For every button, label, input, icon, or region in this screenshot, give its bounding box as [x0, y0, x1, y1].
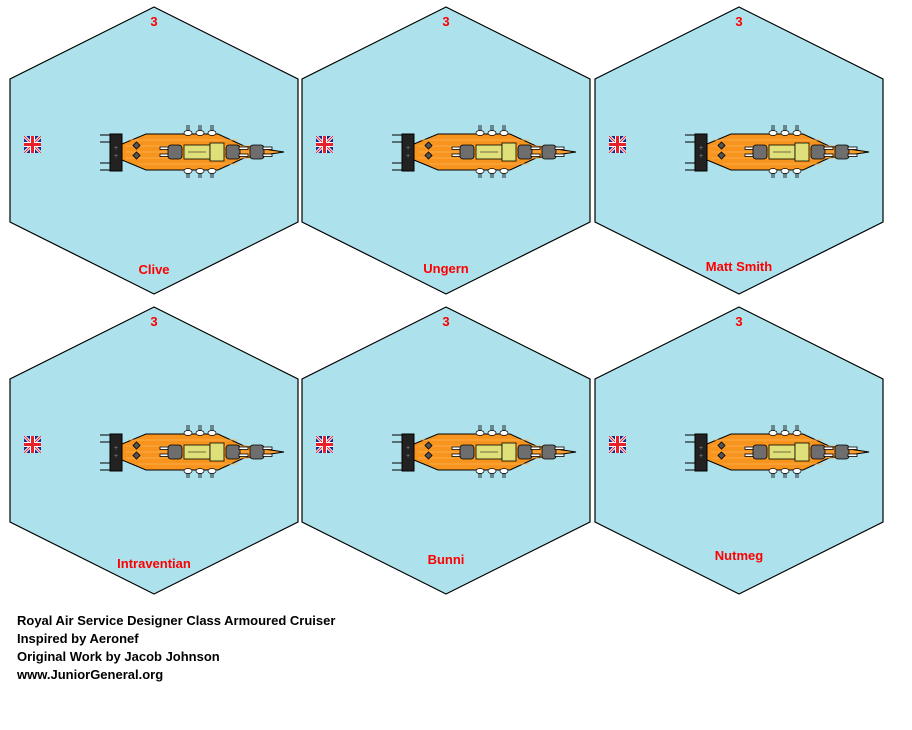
- armoured-cruiser-icon: + +: [685, 125, 870, 178]
- svg-text:+: +: [406, 445, 410, 452]
- ship-name: Nutmeg: [714, 548, 764, 563]
- ship-counter[interactable]: 3 + +: [593, 6, 885, 296]
- svg-text:+: +: [699, 145, 703, 152]
- cost-value: 3: [150, 314, 158, 329]
- credits-inspiration: Inspired by Aeronef: [17, 631, 139, 646]
- cost-value: 3: [150, 14, 158, 29]
- ship-counter[interactable]: 3 + +: [300, 6, 592, 296]
- ship-counter[interactable]: 3 + +: [300, 306, 592, 596]
- svg-text:+: +: [114, 153, 118, 160]
- svg-text:+: +: [114, 145, 118, 152]
- ship-counter[interactable]: 3 + +: [593, 306, 885, 596]
- svg-text:+: +: [406, 153, 410, 160]
- ship-name: Matt Smith: [705, 259, 773, 274]
- cost-value: 3: [735, 314, 743, 329]
- union-jack-icon: [24, 436, 41, 453]
- armoured-cruiser-icon: + +: [392, 425, 577, 478]
- credits-block: Royal Air Service Designer Class Armoure…: [17, 612, 335, 684]
- svg-text:+: +: [406, 453, 410, 460]
- credits-website[interactable]: www.JuniorGeneral.org: [17, 667, 164, 682]
- cost-value: 3: [442, 314, 450, 329]
- ship-name: Bunni: [427, 552, 465, 567]
- svg-text:+: +: [114, 445, 118, 452]
- union-jack-icon: [24, 136, 41, 153]
- credits-title: Royal Air Service Designer Class Armoure…: [17, 613, 336, 628]
- armoured-cruiser-icon: + +: [100, 125, 285, 178]
- ship-counter[interactable]: 3 + +: [8, 306, 300, 596]
- armoured-cruiser-icon: + +: [685, 425, 870, 478]
- svg-text:+: +: [699, 153, 703, 160]
- credits-author: Original Work by Jacob Johnson: [17, 649, 220, 664]
- cost-value: 3: [735, 14, 743, 29]
- cost-value: 3: [442, 14, 450, 29]
- ship-name: Clive: [138, 262, 170, 277]
- ship-name: Intraventian: [117, 556, 191, 571]
- union-jack-icon: [609, 136, 626, 153]
- union-jack-icon: [316, 136, 333, 153]
- union-jack-icon: [609, 436, 626, 453]
- svg-text:+: +: [699, 445, 703, 452]
- ship-name: Ungern: [423, 261, 469, 276]
- union-jack-icon: [316, 436, 333, 453]
- svg-text:+: +: [699, 453, 703, 460]
- armoured-cruiser-icon: + +: [100, 425, 285, 478]
- ship-counter[interactable]: 3 + +: [8, 6, 300, 296]
- svg-text:+: +: [406, 145, 410, 152]
- svg-text:+: +: [114, 453, 118, 460]
- armoured-cruiser-icon: + +: [392, 125, 577, 178]
